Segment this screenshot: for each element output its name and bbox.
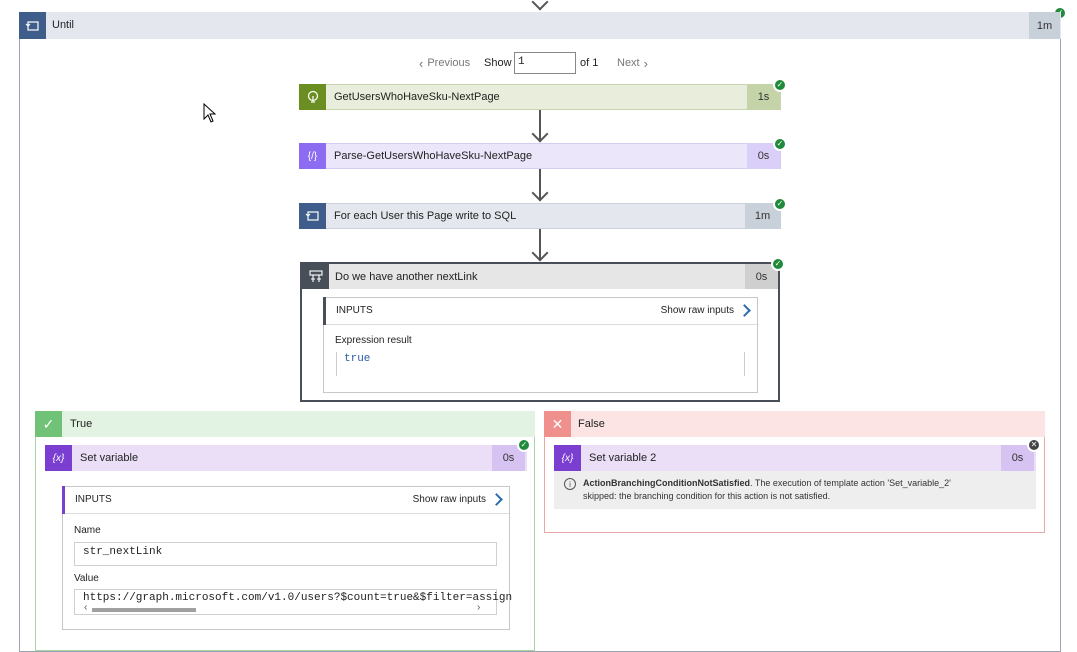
previous-button[interactable]: ‹ Previous — [419, 52, 470, 74]
skipped-reason: ActionBranchingConditionNotSatisfied — [583, 478, 750, 488]
variable-icon: {x} — [45, 445, 72, 471]
inputs-label: INPUTS — [75, 494, 112, 505]
inputs-accent-bar — [62, 486, 65, 514]
condition-icon — [302, 264, 329, 289]
show-raw-inputs-button[interactable]: Show raw inputs — [660, 304, 757, 317]
set-variable-2-header — [554, 445, 1036, 471]
show-raw-inputs-label: Show raw inputs — [412, 494, 486, 505]
set-variable-card[interactable] — [45, 445, 527, 471]
connector-line — [539, 110, 541, 140]
horizontal-scrollbar[interactable]: ‹ › — [84, 602, 484, 614]
condition-inputs-panel — [323, 297, 758, 393]
action-title: Parse-GetUsersWhoHaveSku-NextPage — [334, 150, 533, 162]
true-branch-label: True — [70, 418, 93, 430]
value-label: Value — [74, 573, 99, 584]
previous-label: Previous — [427, 57, 471, 69]
page-number-input[interactable]: 1 — [514, 52, 576, 74]
inputs-accent-bar — [323, 297, 326, 325]
skipped-message: ActionBranchingConditionNotSatisfied. Th… — [583, 477, 1023, 503]
action-card-for-each[interactable] — [299, 203, 781, 229]
skipped-message-line2: skipped: the branching condition for thi… — [583, 491, 831, 501]
scroll-right-icon[interactable]: › — [477, 602, 481, 613]
mouse-cursor-icon — [203, 102, 217, 123]
parse-json-icon: {/} — [299, 143, 326, 169]
show-raw-inputs-button[interactable]: Show raw inputs — [412, 493, 509, 506]
chevron-left-icon: ‹ — [419, 55, 424, 71]
false-branch-header — [544, 411, 1045, 437]
name-label: Name — [74, 525, 101, 536]
show-label: Show — [484, 57, 512, 69]
condition-header[interactable] — [302, 264, 778, 289]
chevron-right-icon: › — [643, 55, 648, 71]
action-title: For each User this Page write to SQL — [334, 210, 517, 222]
expression-result-label: Expression result — [335, 335, 412, 346]
set-variable-title: Set variable — [80, 452, 139, 464]
success-check-icon: ✓ — [773, 137, 787, 151]
expression-result-value: true — [344, 353, 371, 365]
scrollbar-thumb[interactable] — [92, 608, 196, 612]
success-check-icon: ✓ — [773, 78, 787, 92]
success-check-icon: ✓ — [773, 197, 787, 211]
loop-icon — [19, 12, 46, 39]
connector-line — [539, 169, 541, 199]
name-value-field: str_nextLink — [74, 542, 497, 566]
show-raw-inputs-label: Show raw inputs — [660, 305, 734, 316]
condition-title: Do we have another nextLink — [335, 270, 478, 283]
next-button[interactable]: Next › — [617, 52, 648, 74]
success-check-icon: ✓ — [771, 257, 785, 271]
set-variable-inputs-header: INPUTS Show raw inputs — [65, 486, 509, 514]
expression-result-field — [336, 352, 745, 376]
for-each-icon — [299, 203, 326, 229]
until-duration: 1m — [1029, 12, 1060, 39]
connector-line — [539, 229, 541, 259]
action-card-parse[interactable] — [299, 143, 781, 169]
action-card-get-users[interactable] — [299, 84, 781, 110]
close-icon: ✕ — [544, 411, 571, 437]
skipped-status-icon: ✕ — [1027, 438, 1041, 452]
chevron-right-icon — [738, 304, 751, 317]
variable-icon: {x} — [554, 445, 581, 471]
skipped-message-line1: . The execution of template action 'Set_… — [750, 478, 951, 488]
condition-inputs-header: INPUTS Show raw inputs — [326, 297, 757, 325]
of-label: of 1 — [580, 57, 599, 69]
next-label: Next — [617, 57, 640, 69]
value-field: https://graph.microsoft.com/v1.0/users?$… — [74, 589, 512, 615]
connector-arrow-top — [531, 0, 549, 11]
set-variable-inputs-panel — [62, 486, 510, 630]
until-title: Until — [52, 19, 75, 31]
action-title: GetUsersWhoHaveSku-NextPage — [334, 91, 500, 103]
true-branch-header — [35, 411, 535, 437]
http-icon — [299, 84, 326, 110]
false-branch-label: False — [578, 418, 605, 430]
inputs-label: INPUTS — [336, 305, 373, 316]
info-icon: i — [564, 478, 576, 490]
set-variable-2-title: Set variable 2 — [589, 452, 657, 464]
until-header[interactable] — [19, 12, 1061, 39]
success-check-icon: ✓ — [517, 438, 531, 452]
chevron-right-icon — [490, 493, 503, 506]
checkmark-icon: ✓ — [35, 411, 62, 437]
scroll-left-icon[interactable]: ‹ — [84, 602, 88, 613]
